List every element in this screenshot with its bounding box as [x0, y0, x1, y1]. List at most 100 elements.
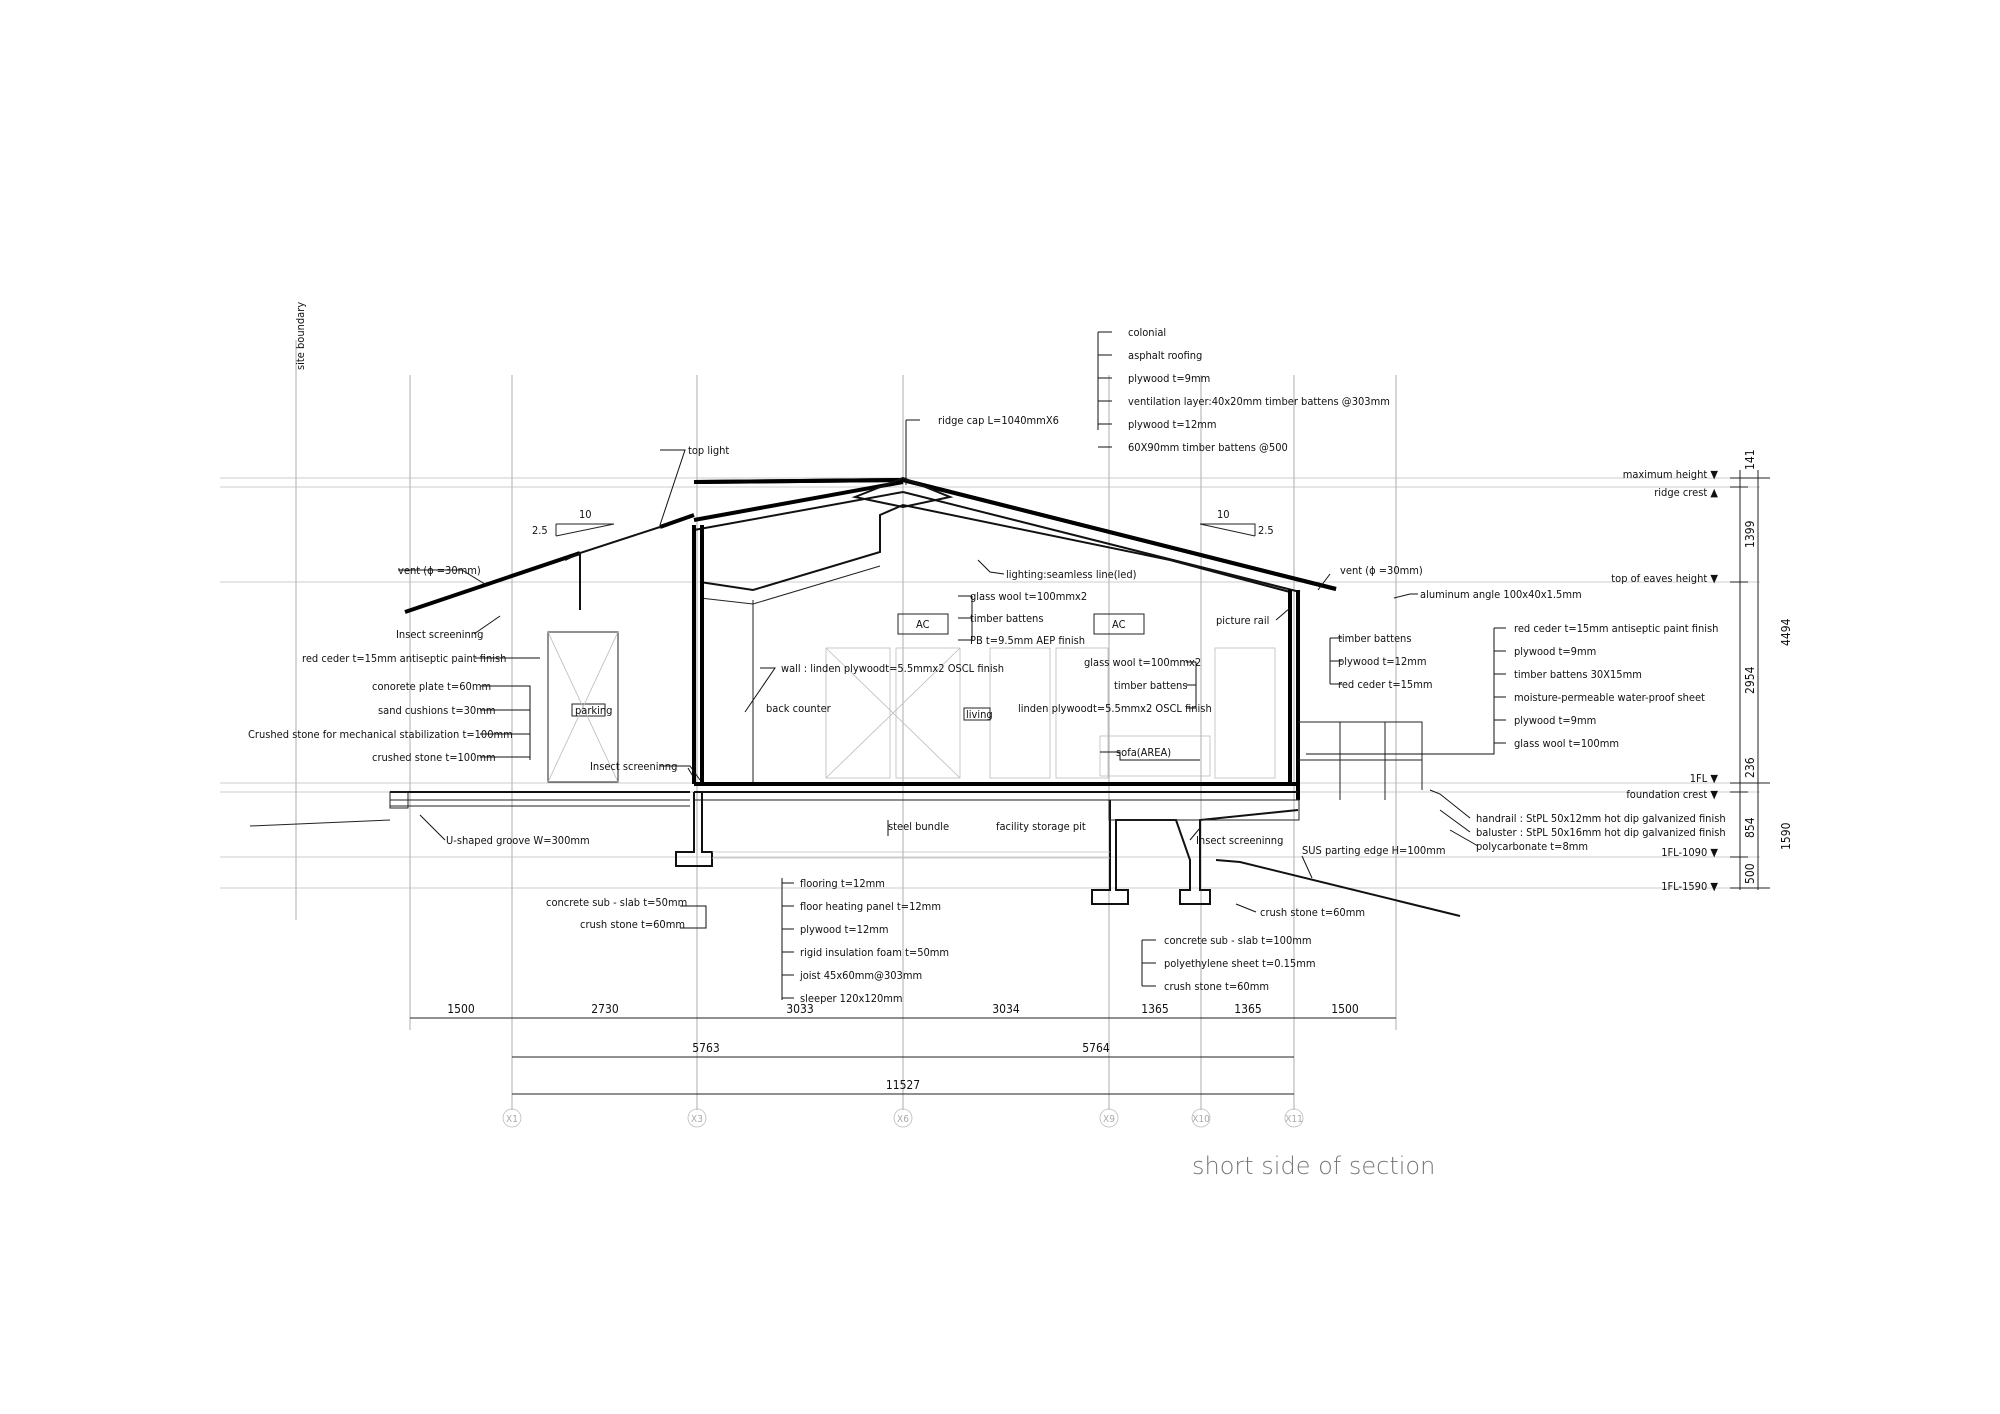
slope-left-run: 10: [579, 508, 592, 521]
vent-left: vent (ϕ =30mm): [398, 564, 481, 577]
facility-pit: facility storage pit: [996, 820, 1086, 833]
floor-heating: floor heating panel t=12mm: [800, 900, 941, 913]
wall-glass-wool: glass wool t=100mm: [1514, 737, 1619, 750]
level-eaves: top of eaves height ▼: [1611, 572, 1718, 585]
hdim-11527: 11527: [886, 1078, 920, 1092]
hdim-3034: 3034: [992, 1002, 1020, 1016]
crush-stone-right: crush stone t=60mm: [1260, 906, 1365, 919]
aluminum-angle: aluminum angle 100x40x1.5mm: [1420, 588, 1582, 601]
hdim-1500-left: 1500: [447, 1002, 475, 1016]
ceiling-pb: PB t=9.5mm AEP finish: [970, 634, 1085, 647]
annotations: colonial asphalt roofing plywood t=9mm v…: [248, 326, 1726, 1005]
parking-crushed: crushed stone t=100mm: [372, 751, 496, 764]
polycarbonate: polycarbonate t=8mm: [1476, 840, 1588, 853]
red-ceder-left: red ceder t=15mm antiseptic paint finish: [302, 652, 506, 665]
horizontal-dimensions: 1500 2730 3033 3034 1365 1365 1500 5763 …: [447, 1002, 1359, 1092]
left-sub-slab: concrete sub - slab t=50mm: [546, 896, 687, 909]
parking-concrete: conorete plate t=60mm: [372, 680, 491, 693]
axis-x10: X10: [1192, 1114, 1210, 1125]
axis-x1: X1: [506, 1114, 518, 1125]
roof-plywood-9: plywood t=9mm: [1128, 372, 1210, 385]
room-living: living: [966, 708, 993, 721]
sus-edge: SUS parting edge H=100mm: [1302, 844, 1446, 857]
right-timber: timber battens: [1114, 679, 1187, 692]
hdim-3033: 3033: [786, 1002, 813, 1016]
axis-x9: X9: [1103, 1114, 1115, 1125]
drawing-caption: short side of section: [1192, 1152, 1436, 1180]
leader-lines: [398, 331, 1506, 1000]
right-glass-wool: glass wool t=100mmx2: [1084, 656, 1201, 669]
u-groove: U-shaped groove W=300mm: [446, 834, 590, 847]
slope-labels: 10 2.5 10 2.5: [532, 508, 1274, 537]
wall-red-ceder: red ceder t=15mm antiseptic paint finish: [1514, 622, 1718, 635]
wall-plywood-9a: plywood t=9mm: [1514, 645, 1596, 658]
ridge-cap: ridge cap L=1040mmX6: [938, 414, 1059, 427]
axis-x6: X6: [897, 1114, 909, 1125]
wall-plywood-9b: plywood t=9mm: [1514, 714, 1596, 727]
floor-flooring: flooring t=12mm: [800, 877, 885, 890]
hdim-5763: 5763: [692, 1041, 719, 1055]
level-ridge-crest: ridge crest ▲: [1654, 486, 1718, 499]
slope-left-rise: 2.5: [532, 524, 548, 537]
eave-red-ceder: red ceder t=15mm: [1338, 678, 1433, 691]
ac-left: AC: [916, 618, 930, 631]
insect-right: Insect screeninng: [1196, 834, 1283, 847]
site-boundary-label: site boundary: [294, 302, 307, 370]
level-1fl-1590: 1FL-1590 ▼: [1661, 880, 1718, 893]
ceiling-timber: timber battens: [970, 612, 1043, 625]
sofa-area: sofa(AREA): [1116, 746, 1171, 759]
right-linden: linden plywoodt=5.5mmx2 OSCL finish: [1018, 702, 1212, 715]
baluster: baluster : StPL 50x16mm hot dip galvaniz…: [1476, 826, 1726, 839]
hdim-5764: 5764: [1082, 1041, 1110, 1055]
floor-sleeper: sleeper 120x120mm: [800, 992, 903, 1005]
level-foundation: foundation crest ▼: [1626, 788, 1718, 801]
room-parking: parking: [575, 704, 612, 717]
level-maximum-height: maximum height ▼: [1623, 468, 1719, 481]
hdim-1365-b: 1365: [1234, 1002, 1261, 1016]
vdim-141: 141: [1743, 449, 1757, 470]
hdim-2730: 2730: [591, 1002, 619, 1016]
roof-asphalt: asphalt roofing: [1128, 349, 1202, 362]
level-marks: maximum height ▼ ridge crest ▲ top of ea…: [1611, 468, 1770, 893]
roof-battens: 60X90mm timber battens @500: [1128, 441, 1288, 454]
back-counter: back counter: [766, 702, 832, 715]
roof-colonial: colonial: [1128, 326, 1166, 339]
level-1fl: 1FL ▼: [1690, 772, 1719, 785]
axis-x11: X11: [1285, 1114, 1303, 1125]
floor-plywood: plywood t=12mm: [800, 923, 889, 936]
horizontal-dimension-lines: [410, 1017, 1396, 1095]
wall-linden: wall : linden plywoodt=5.5mmx2 OSCL fini…: [781, 662, 1004, 675]
eave-plywood: plywood t=12mm: [1338, 655, 1427, 668]
slope-right-run: 10: [1217, 508, 1230, 521]
vdim-1590: 1590: [1779, 822, 1793, 850]
handrail: handrail : StPL 50x12mm hot dip galvaniz…: [1476, 812, 1726, 825]
wall-timber: timber battens 30X15mm: [1514, 668, 1642, 681]
building-section: [249, 476, 1461, 917]
steel-bundle: steel bundle: [888, 820, 949, 833]
right-crush: crush stone t=60mm: [1164, 980, 1269, 993]
roof-ventilation: ventilation layer:40x20mm timber battens…: [1128, 395, 1390, 408]
room-labels: parking living AC AC site boundary: [294, 302, 1126, 721]
hdim-1500-right: 1500: [1331, 1002, 1359, 1016]
right-sub-slab: concrete sub - slab t=100mm: [1164, 934, 1312, 947]
insect-mid: Insect screeninng: [590, 760, 677, 773]
vdim-4494: 4494: [1779, 618, 1793, 646]
axis-x3: X3: [691, 1114, 703, 1125]
level-1fl-1090: 1FL-1090 ▼: [1661, 846, 1718, 859]
picture-rail: picture rail: [1216, 614, 1269, 627]
parking-crushed-mech: Crushed stone for mechanical stabilizati…: [248, 728, 513, 741]
slope-right-rise: 2.5: [1258, 524, 1274, 537]
hdim-1365-a: 1365: [1141, 1002, 1168, 1016]
ceiling-glass-wool: glass wool t=100mmx2: [970, 590, 1087, 603]
floor-joist: joist 45x60mm@303mm: [799, 969, 922, 982]
vent-right: vent (ϕ =30mm): [1340, 564, 1423, 577]
floor-insulation: rigid insulation foam t=50mm: [800, 946, 949, 959]
left-crush: crush stone t=60mm: [580, 918, 685, 931]
grid-axis-markers: X1 X3 X6 X9 X10 X11: [502, 1108, 1304, 1128]
lighting-led: lighting:seamless line(led): [1006, 568, 1137, 581]
eave-timber: timber battens: [1338, 632, 1411, 645]
vdim-500: 500: [1743, 863, 1757, 884]
vdim-1399: 1399: [1743, 520, 1757, 548]
slope-symbols: [555, 523, 1256, 537]
